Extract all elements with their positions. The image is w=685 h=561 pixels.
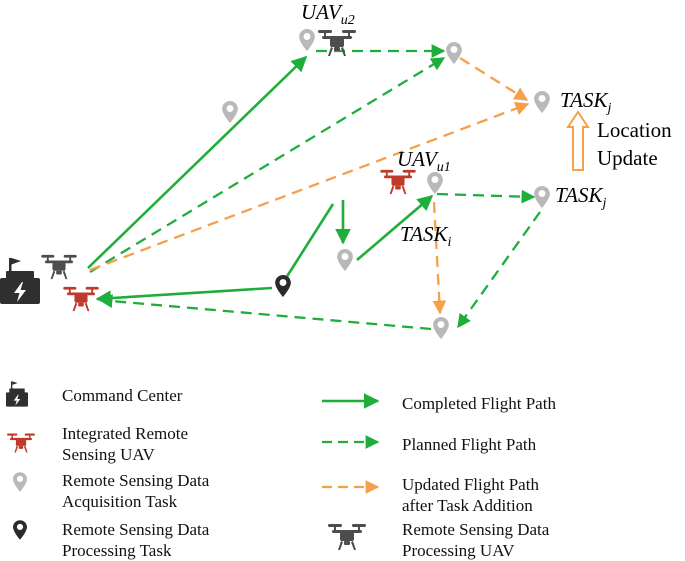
legend-integrated-uav: Integrated Remote Sensing UAV [62, 423, 250, 465]
planned-cc-to-waypoint [89, 57, 446, 273]
acquisition-pin-icon [299, 29, 315, 51]
location-update-arrow [566, 110, 590, 171]
label-task-i: TASKi [400, 222, 451, 250]
legend-processing-task-line2: Processing Task [62, 541, 172, 560]
label-task-j-top: TASKj [560, 88, 611, 116]
legend-planned-path: Planned Flight Path [402, 434, 642, 455]
legend-command-center: Command Center [62, 385, 282, 406]
acquisition-pin-icon [534, 91, 550, 113]
acquisition-pin-icon [433, 317, 449, 339]
legend-processing-uav-line1: Remote Sensing Data [402, 520, 550, 539]
completed-paths [87, 55, 434, 306]
label-task-j-mid: TASKj [555, 183, 606, 211]
integrated-uav-icon [63, 286, 99, 312]
integrated-uav-icon [7, 433, 35, 453]
processing-pin-icon [275, 275, 291, 297]
updated-waypoint-to-task-j [459, 57, 529, 101]
updated-u1-to-bottom [432, 201, 447, 315]
legend-updated-path-line1: Updated Flight Path [402, 475, 539, 494]
integrated-uav-icon [380, 169, 416, 195]
updated-cc-to-task-j [89, 101, 530, 272]
legend-processing-task: Remote Sensing Data Processing Task [62, 519, 272, 561]
legend-processing-task-line1: Remote Sensing Data [62, 520, 210, 539]
legend-integrated-uav-line2: Sensing UAV [62, 445, 155, 464]
legend-updated-path: Updated Flight Path after Task Addition [402, 474, 592, 516]
command-center-icon [0, 258, 40, 304]
acquisition-pin-icon [13, 472, 27, 492]
location-update-line2: Update [597, 146, 658, 170]
planned-paths [89, 44, 541, 331]
processing-uav-icon [328, 524, 366, 550]
acquisition-pin-icon [427, 172, 443, 194]
legend-command-center-label: Command Center [62, 386, 183, 405]
label-uav-u2: UAVu2 [301, 0, 355, 28]
label-uav-u1: UAVu1 [397, 147, 451, 175]
legend-icons-left [6, 381, 35, 540]
legend-processing-uav-line2: Processing UAV [402, 541, 515, 560]
planned-task-j-to-bottom [457, 211, 541, 329]
updated-paths [89, 57, 530, 315]
legend-planned-path-label: Planned Flight Path [402, 435, 537, 454]
path-processing-to-up [284, 203, 335, 279]
planned-u1-to-task-j [436, 189, 536, 204]
processing-uav-icon [41, 254, 77, 280]
acquisition-pins [222, 29, 550, 339]
path-cc-to-uav-u2 [87, 55, 308, 269]
legend-acquisition-task-line2: Acquisition Task [62, 492, 178, 511]
legend-processing-uav: Remote Sensing Data Processing UAV [402, 519, 612, 561]
planned-bottom-to-uav [98, 294, 432, 331]
path-to-uav-u1 [356, 194, 434, 261]
path-cc-to-processing-task [95, 286, 273, 306]
legend-completed-path-label: Completed Flight Path [402, 394, 556, 413]
legend-integrated-uav-line1: Integrated Remote [62, 424, 189, 443]
acquisition-pin-icon [446, 42, 462, 64]
legend-icons-right [322, 393, 380, 550]
acquisition-pin-icon [337, 249, 353, 271]
legend-completed-path: Completed Flight Path [402, 393, 642, 414]
label-location-update: Location Update [597, 118, 677, 170]
legend-acquisition-task-line1: Remote Sensing Data [62, 471, 210, 490]
acquisition-pin-icon [534, 186, 550, 208]
processing-pin-icon [13, 520, 27, 540]
location-update-line1: Location [597, 118, 672, 142]
command-center-icon [6, 381, 28, 407]
legend-updated-path-line2: after Task Addition [402, 496, 533, 515]
acquisition-pin-icon [222, 101, 238, 123]
legend-acquisition-task: Remote Sensing Data Acquisition Task [62, 470, 272, 512]
